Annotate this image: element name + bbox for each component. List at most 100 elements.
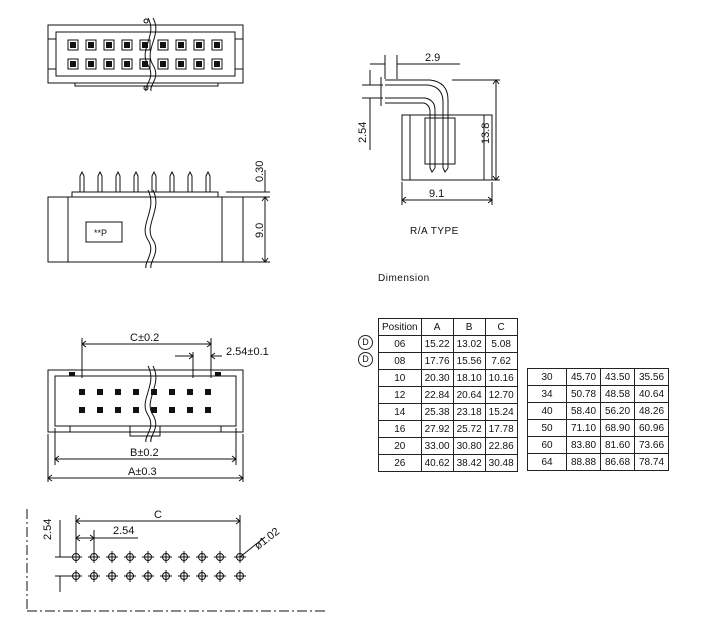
table-cell: 23.18 <box>452 403 486 421</box>
pin-pad-core <box>106 42 112 48</box>
table-cell: 81.60 <box>600 436 635 454</box>
pin-pad <box>175 39 187 51</box>
header-c: C <box>484 318 518 336</box>
dimension-caption: Dimension <box>378 273 430 284</box>
polarization-key <box>129 425 161 437</box>
table-cell: 10.16 <box>484 369 518 387</box>
table-cell: 15.22 <box>420 335 454 353</box>
table-header-row: Position A B C <box>378 318 518 336</box>
table-cell: 17.76 <box>420 352 454 370</box>
dim-9-1: 9.1 <box>429 188 444 200</box>
table-cell: 5.08 <box>484 335 518 353</box>
table-cell: 27.92 <box>420 420 454 438</box>
pcb-layout <box>26 509 325 612</box>
pin-pad <box>205 389 211 395</box>
dim-2-54-side: 2.54 <box>357 122 369 143</box>
pin-pad-core <box>178 61 184 67</box>
marking-box <box>85 221 123 243</box>
side-view <box>47 170 270 269</box>
table-cell: 15.24 <box>484 403 518 421</box>
slot-marker <box>69 372 75 376</box>
table-cell: 68.90 <box>600 419 635 437</box>
pin-pad-core <box>214 42 220 48</box>
pin-pad <box>67 39 79 51</box>
pin <box>133 170 139 192</box>
table-cell: 83.80 <box>566 436 601 454</box>
dim-9-0: 9.0 <box>254 223 266 238</box>
table-cell: 22.84 <box>420 386 454 404</box>
pcb-2-54-v: 2.54 <box>42 519 54 540</box>
pin-pad <box>121 39 133 51</box>
pin-pad-core <box>70 61 76 67</box>
table-cell: 22.86 <box>484 437 518 455</box>
table-cell: 18.10 <box>452 369 486 387</box>
pin-pad <box>115 389 121 395</box>
pin-pad <box>169 389 175 395</box>
table-cell: 58.40 <box>566 402 601 420</box>
table-cell: 34 <box>527 385 567 403</box>
pin-pad <box>205 407 211 413</box>
table-cell: 14 <box>378 403 422 421</box>
pin <box>79 170 85 192</box>
table-cell: 50 <box>527 419 567 437</box>
table-cell: 13.02 <box>452 335 486 353</box>
pin <box>151 170 157 192</box>
pin-pad <box>133 389 139 395</box>
table-cell: 25.38 <box>420 403 454 421</box>
dim-13-8: 13.8 <box>480 123 492 144</box>
table-cell: 48.58 <box>600 385 635 403</box>
pin-pad <box>97 407 103 413</box>
pin <box>169 170 175 192</box>
pin-pad-core <box>70 42 76 48</box>
table-cell: 88.88 <box>566 453 601 471</box>
table-cell: 20.30 <box>420 369 454 387</box>
table-cell: 30.80 <box>452 437 486 455</box>
table-cell: 12 <box>378 386 422 404</box>
table-cell: 30.48 <box>484 454 518 472</box>
pin-pad-core <box>106 61 112 67</box>
pin-pad-core <box>88 42 94 48</box>
pin-pad-core <box>88 61 94 67</box>
pin-pad <box>187 407 193 413</box>
pin-pad <box>193 39 205 51</box>
pin-pad <box>151 389 157 395</box>
marking-text: **P <box>94 228 107 238</box>
pcb-2-54-h: 2.54 <box>113 525 134 537</box>
table-cell: 16 <box>378 420 422 438</box>
table-cell: 43.50 <box>600 368 635 386</box>
pin-pad <box>103 58 115 70</box>
dim-pitch: 2.54±0.1 <box>226 346 269 358</box>
pin-pad <box>103 39 115 51</box>
pin-pad-core <box>214 61 220 67</box>
table-cell: 38.42 <box>452 454 486 472</box>
table-cell: 7.62 <box>484 352 518 370</box>
pin-pad <box>97 389 103 395</box>
table-cell: 20.64 <box>452 386 486 404</box>
table-cell: 56.20 <box>600 402 635 420</box>
table-cell: 33.00 <box>420 437 454 455</box>
table-cell: 60.96 <box>634 419 669 437</box>
ra-type-caption: R/A TYPE <box>410 226 459 237</box>
header-a: A <box>420 318 454 336</box>
table-cell: 08 <box>378 352 422 370</box>
table-cell: 73.66 <box>634 436 669 454</box>
dim-2-9: 2.9 <box>425 52 440 64</box>
pin-pad <box>211 58 223 70</box>
pin-pad <box>133 407 139 413</box>
table-cell: 12.70 <box>484 386 518 404</box>
dim-b: B±0.2 <box>130 447 159 459</box>
dim-0-30: 0.30 <box>254 161 266 182</box>
pin-pad-core <box>196 61 202 67</box>
table-cell: 64 <box>527 453 567 471</box>
